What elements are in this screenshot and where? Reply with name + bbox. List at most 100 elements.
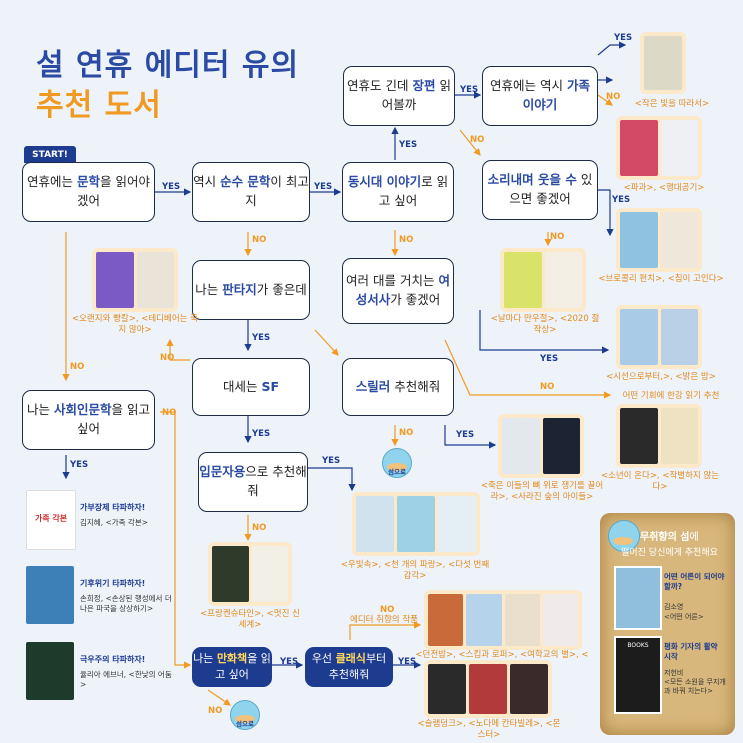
node-beginner[interactable]: 입문자용으로 추천해줘 bbox=[198, 452, 308, 512]
node-text: 역시 bbox=[193, 174, 221, 190]
node-text: 읽어볼까 bbox=[381, 78, 451, 112]
parchment-title: 무취향의 섬에 bbox=[640, 528, 699, 543]
caption-sf: <우빛속>, <천 개의 파랑>, <다섯 번째 감각> bbox=[340, 560, 490, 582]
parchment-title-suffix: 에 bbox=[689, 532, 699, 543]
book-cover-sea[interactable] bbox=[616, 305, 702, 369]
main-title-line1: 설 연휴 에디터 유의 bbox=[36, 48, 300, 83]
book-cover bbox=[614, 566, 662, 630]
no-label: NO bbox=[399, 428, 414, 438]
yes-label: YES bbox=[252, 429, 271, 439]
book-cover bbox=[26, 642, 74, 700]
parch-item-title: 평화 기자의 활약 시작 bbox=[664, 642, 718, 661]
node-comics[interactable]: 나는 만화책을 읽고 싶어 bbox=[192, 647, 272, 687]
parchment-item-1[interactable]: 어떤 어른이 되어야 할까? 김소영 <어떤 어른> bbox=[614, 566, 726, 630]
book-cover-top[interactable] bbox=[640, 32, 686, 94]
caption-broc: <브로콜리 펀치>, <침이 고인다> bbox=[598, 274, 724, 284]
node-laugh-out-loud[interactable]: 소리내며 웃을 수 있으면 좋겠어 bbox=[482, 160, 598, 220]
rec-item-family[interactable]: 가족 각본 가부장제 타파하자! 김지혜, <가족 각본> bbox=[26, 490, 176, 550]
book-cover-frank[interactable] bbox=[208, 542, 292, 606]
book-cover-nalmada[interactable] bbox=[500, 248, 586, 312]
rec-item-climate[interactable]: 기후위기 타파하자! 손희정, <손상된 행성에서 더 나은 파국을 상상하기> bbox=[26, 566, 176, 624]
parch-item-sub1: 김소영 bbox=[664, 603, 684, 611]
parchment-item-2[interactable]: BOOKS 평화 기자의 활약 시작 저헌비 <모든 소원을 무지개과 바꿔 치… bbox=[614, 636, 726, 716]
parchment-title-text: 무취향의 섬 bbox=[640, 532, 690, 543]
node-text: 대세는 bbox=[222, 378, 262, 394]
no-label: NO bbox=[470, 135, 485, 145]
no-label: NO bbox=[550, 232, 565, 242]
node-text: 연휴도 긴데 bbox=[347, 78, 413, 94]
caption-nalmada: <날마다 만우절>, <2020 젊작상> bbox=[490, 314, 600, 336]
island-label: 섬으로 bbox=[236, 720, 254, 728]
node-highlight: 판타지 bbox=[222, 281, 257, 297]
yes-label: YES bbox=[322, 456, 341, 466]
caption-editor-pick: 에디터 취향의 작품 bbox=[350, 615, 418, 625]
caption-frank: <프랑켄슈타인>, <멋진 신세계> bbox=[200, 609, 300, 631]
node-thriller[interactable]: 스릴러 추천해줘 bbox=[342, 358, 454, 416]
no-label: NO bbox=[252, 523, 267, 533]
node-long-novel[interactable]: 연휴도 긴데 장편 읽어볼까 bbox=[343, 66, 455, 126]
book-cover-thriller[interactable] bbox=[498, 414, 584, 478]
rec-sub: 손희정, <손상된 행성에서 더 나은 파국을 상상하기> bbox=[80, 594, 172, 614]
node-text: 로 읽고 싶어 bbox=[378, 174, 449, 208]
node-text: 나는 bbox=[193, 651, 217, 665]
caption-sea: <시선으로부터,>, <밝은 밤> bbox=[606, 372, 716, 382]
book-cover-broc[interactable] bbox=[616, 208, 702, 272]
node-social-humanities[interactable]: 나는 사회인문학을 읽고 싶어 bbox=[22, 390, 155, 450]
yes-label: YES bbox=[612, 195, 631, 205]
book-cover-pa[interactable] bbox=[616, 116, 702, 180]
caption-manga2: <슬램덩크>, <노다메 칸타빌레>, <몬스터> bbox=[417, 719, 561, 741]
manga-covers-2[interactable] bbox=[424, 660, 552, 718]
book-cover-sf[interactable] bbox=[352, 492, 480, 556]
book-cover-sonyeon[interactable] bbox=[616, 404, 702, 468]
no-label: NO bbox=[606, 92, 621, 102]
node-contemporary[interactable]: 동시대 이야기로 읽고 싶어 bbox=[342, 162, 454, 222]
node-text: 가 좋겠어 bbox=[390, 292, 441, 307]
node-highlight: 동시대 이야기 bbox=[347, 174, 422, 190]
node-highlight: 순수 문학 bbox=[220, 174, 271, 190]
node-highlight: 소리내며 웃을 수 bbox=[487, 172, 577, 188]
no-label: NO bbox=[208, 706, 223, 716]
yes-label: YES bbox=[252, 333, 271, 343]
node-fantasy[interactable]: 나는 판타지가 좋은데 bbox=[192, 260, 310, 320]
yes-label: YES bbox=[460, 85, 479, 95]
node-highlight: 만화책 bbox=[216, 651, 248, 665]
no-label: NO bbox=[540, 382, 555, 392]
node-text: 이 최고지 bbox=[245, 174, 309, 208]
node-family-story[interactable]: 연휴에는 역시 가족 이야기 bbox=[482, 66, 598, 126]
yes-label: YES bbox=[314, 182, 333, 192]
node-text: 여러 대를 거치는 bbox=[346, 273, 439, 289]
rec-item-farright[interactable]: 극우주의 타파하자! 율리아 에브너, <한낮의 어둠> bbox=[26, 642, 176, 700]
book-cover-oran[interactable] bbox=[92, 248, 178, 312]
node-text: 우선 bbox=[311, 651, 336, 665]
node-classic[interactable]: 우선 클래식부터 추천해줘 bbox=[305, 647, 393, 687]
rec-title: 가부장제 타파하자! bbox=[80, 503, 146, 512]
parchment-subtitle: 떨어진 당신에게 추천해요 bbox=[621, 548, 718, 558]
rec-title: 기후위기 타파하자! bbox=[80, 579, 146, 588]
node-text: 부터 추천해줘 bbox=[328, 651, 387, 682]
island-icon[interactable]: 섬으로 bbox=[382, 448, 412, 478]
node-highlight: 입문자용 bbox=[199, 464, 246, 480]
node-text: 추천해줘 bbox=[390, 378, 441, 394]
node-text: 가 좋은데 bbox=[256, 281, 307, 297]
cover-text: 가족 각본 bbox=[34, 514, 68, 523]
caption-thriller: <죽은 이들의 뼈 위로 쟁기를 끌어라>, <사라진 숲의 아이들> bbox=[480, 481, 604, 503]
manga-covers-1[interactable] bbox=[424, 590, 582, 650]
node-highlight: 장편 bbox=[412, 78, 436, 94]
rec-sub: 김지혜, <가족 각본> bbox=[80, 518, 149, 527]
node-highlight: 사회인문학 bbox=[53, 402, 112, 418]
node-pure-literature[interactable]: 역시 순수 문학이 최고지 bbox=[192, 162, 310, 222]
node-text: 연휴에는 bbox=[27, 174, 77, 190]
node-womens-saga[interactable]: 여러 대를 거치는 여성서사가 좋겠어 bbox=[342, 258, 454, 324]
yes-label: YES bbox=[398, 657, 417, 667]
island-icon bbox=[608, 520, 640, 552]
node-literature[interactable]: 연휴에는 문학을 읽어야겠어 bbox=[22, 162, 155, 222]
node-sf[interactable]: 대세는 SF bbox=[192, 358, 310, 416]
node-highlight: 클래식 bbox=[335, 651, 366, 665]
no-label: NO bbox=[160, 353, 175, 363]
node-highlight: SF bbox=[261, 378, 280, 394]
node-highlight: 문학 bbox=[76, 174, 100, 190]
no-label: NO bbox=[162, 408, 177, 418]
island-icon[interactable]: 섬으로 bbox=[230, 700, 260, 730]
parch-item-title: 어떤 어른이 되어야 할까? bbox=[664, 572, 725, 591]
